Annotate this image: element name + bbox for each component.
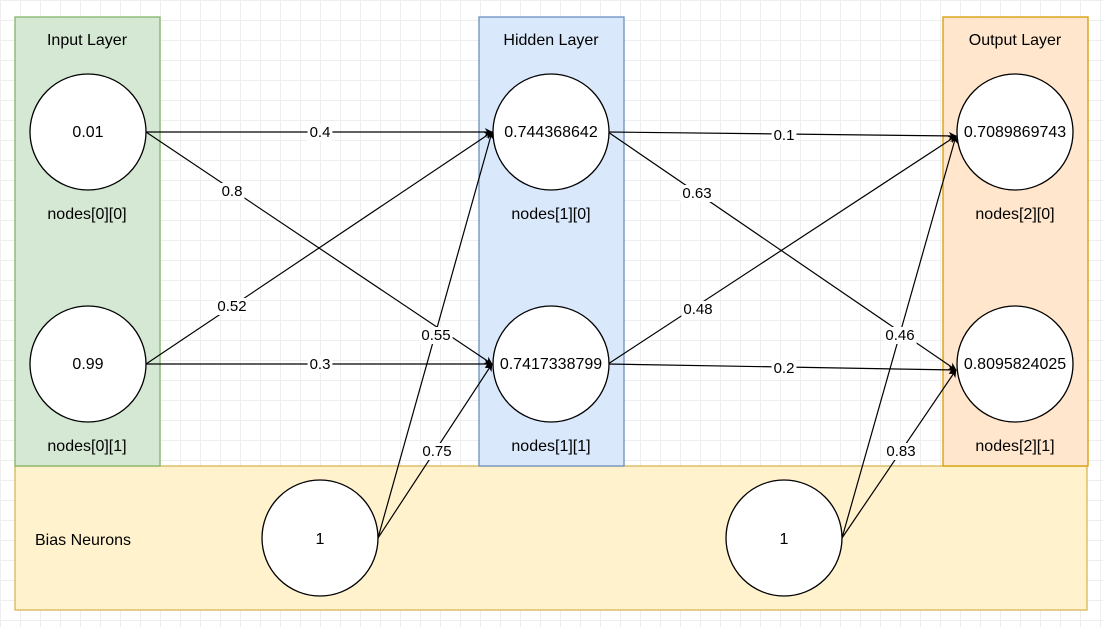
input-node-0: 0.01 nodes[0][0] [29,73,147,223]
edge-line-in1-h0 [145,131,493,365]
edge-label-b2-o1: 0.83 [884,443,918,460]
node-value: 0.01 [72,124,103,141]
edge-label-b1-h1: 0.75 [420,443,454,460]
edge-weight-in0-h1: 0.8 [222,183,243,200]
edge-weight-in1-h0: 0.52 [217,298,246,315]
node-value: 0.7089869743 [964,124,1066,141]
node-value: 0.744368642 [504,124,598,141]
edge-labels: 0.4 0.8 0.52 0.3 0.55 0.75 0.1 0.63 0.48… [215,124,918,460]
hidden-node-1: 0.7417338799 nodes[1][1] [492,305,610,455]
edge-label-background [771,360,797,377]
output-node-1: 0.8095824025 nodes[2][1] [956,305,1074,455]
edge-label-b2-o0: 0.46 [883,327,917,344]
edge-weight-in1-h1: 0.3 [310,356,331,373]
node-label: nodes[0][0] [47,206,126,223]
edge-label-background [215,298,249,315]
edge-label-in1-h1: 0.3 [307,356,333,373]
bias-node-1: 1 [261,479,379,597]
edge-label-in0-h0: 0.4 [307,124,333,141]
node-value: 0.7417338799 [500,356,602,373]
edge-weight-in0-h0: 0.4 [310,124,331,141]
node-label: nodes[2][0] [975,206,1054,223]
node-value: 0.8095824025 [964,356,1066,373]
edge-label-background [681,301,715,318]
hidden-node-0: 0.744368642 nodes[1][0] [492,73,610,223]
edge-label-background [307,356,333,373]
edge-label-background [420,443,454,460]
edge-weight-b2-o1: 0.83 [886,443,915,460]
edge-weight-h0-o1: 0.63 [682,185,711,202]
edge-label-background [771,127,797,144]
edge-weight-h1-o1: 0.2 [774,360,795,377]
bias-node-2: 1 [725,479,843,597]
hidden-layer-title: Hidden Layer [503,32,599,49]
edge-label-in0-h1: 0.8 [219,183,245,200]
edge-label-background [883,327,917,344]
node-value: 1 [316,531,325,548]
edge-label-b1-h0: 0.55 [419,327,453,344]
output-node-0: 0.7089869743 nodes[2][0] [956,73,1074,223]
edge-line-h1-o0 [607,135,957,365]
edge-label-background [419,327,453,344]
edge-weight-h1-o0: 0.48 [683,301,712,318]
edge-label-in1-h0: 0.52 [215,298,249,315]
edge-label-background [680,185,714,202]
bias-neurons-panel: Bias Neurons [14,465,1088,611]
edge-label-background [884,443,918,460]
edge-label-h1-o1: 0.2 [771,360,797,377]
output-layer-title: Output Layer [969,32,1062,49]
node-label: nodes[2][1] [975,438,1054,455]
node-label: nodes[1][0] [511,206,590,223]
edge-weight-b1-h0: 0.55 [421,327,450,344]
bias-neurons-title: Bias Neurons [35,532,131,549]
input-layer-title: Input Layer [47,32,128,49]
node-label: nodes[0][1] [47,438,126,455]
node-label: nodes[1][1] [511,438,590,455]
edge-weight-h0-o0: 0.1 [774,127,795,144]
edge-label-h1-o0: 0.48 [681,301,715,318]
edge-label-h0-o0: 0.1 [771,127,797,144]
edge-label-background [307,124,333,141]
input-node-1: 0.99 nodes[0][1] [29,305,147,455]
node-value: 1 [780,531,789,548]
edge-weight-b1-h1: 0.75 [422,443,451,460]
edge-weight-b2-o0: 0.46 [885,327,914,344]
node-value: 0.99 [72,356,103,373]
edge-label-h0-o1: 0.63 [680,185,714,202]
edge-label-background [219,183,245,200]
